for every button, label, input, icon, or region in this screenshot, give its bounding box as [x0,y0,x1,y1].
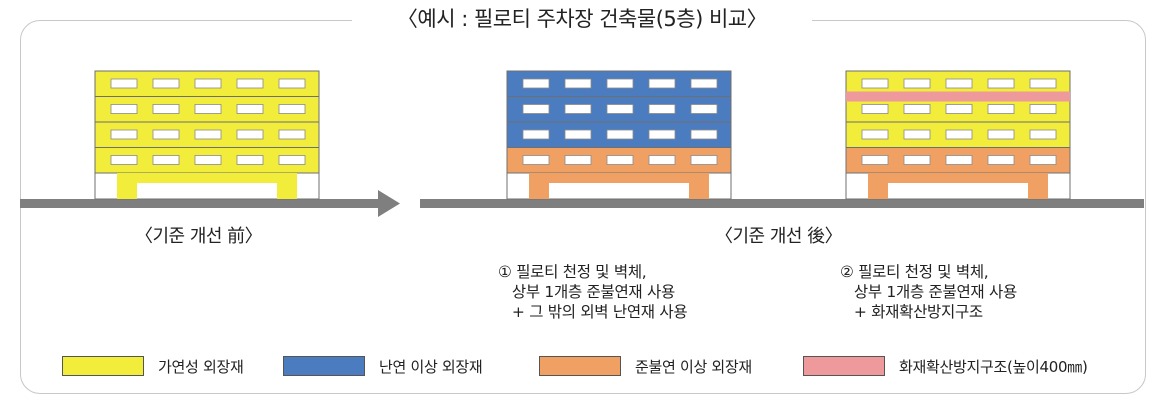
window [564,155,592,165]
window [110,155,138,165]
buildings-layer [94,70,1071,200]
arrow-head [378,190,400,217]
piloti-column [1028,173,1048,199]
window [236,155,264,165]
window [690,78,718,89]
piloti-column [868,173,888,199]
window [522,78,550,89]
legend-item-fire-spread-prevention: 화재확산방지구조(높이400㎜) [803,355,1088,377]
window [987,155,1015,165]
window [648,104,676,114]
window [861,104,889,114]
before-label: 〈기준 개선 前〉 [135,226,263,247]
window [152,129,180,140]
legend-label-combustible: 가연성 외장재 [158,357,244,376]
window [861,78,889,89]
window [861,129,889,140]
window [690,104,718,114]
window [110,104,138,114]
window [236,78,264,89]
window [1029,104,1057,114]
window [987,78,1015,89]
window [564,129,592,140]
window [194,78,222,89]
window [278,155,306,165]
window [987,104,1015,114]
piloti-beam [529,173,709,183]
window [564,78,592,89]
window [1029,129,1057,140]
building-case2 [845,70,1071,200]
piloti-column [117,173,137,199]
window [110,129,138,140]
case1-note: ① 필로티 천정 및 벽체, 상부 1개층 준불연재 사용 + 그 밖의 외벽 … [498,263,688,321]
piloti-column [689,173,709,199]
window [690,129,718,140]
window [1029,155,1057,165]
legend-label-quasi-noncombustible: 준불연 이상 외장재 [635,357,752,376]
window [522,129,550,140]
legend-swatch-flame-retardant [283,356,365,376]
legend-label-fire-spread-prevention: 화재확산방지구조(높이400㎜) [899,357,1088,376]
window [564,104,592,114]
piloti-beam [117,173,297,183]
window [1029,78,1057,89]
window [945,155,973,165]
window [236,129,264,140]
window [903,155,931,165]
legend-label-flame-retardant: 난연 이상 외장재 [379,357,483,376]
window [648,155,676,165]
window [903,104,931,114]
window [648,78,676,89]
window [606,129,634,140]
window [606,78,634,89]
window [945,129,973,140]
window [945,78,973,89]
window [194,129,222,140]
after-label: 〈기준 개선 後〉 [715,226,843,247]
fire-spread-band [846,91,1070,102]
ground-layer [20,190,1144,217]
piloti-beam [868,173,1048,183]
case2-note: ② 필로티 천정 및 벽체, 상부 1개층 준불연재 사용 + 화재확산방지구조 [840,263,1017,321]
diagram-title: 〈예시 : 필로티 주차장 건축물(5층) 비교〉 [352,2,812,36]
window [606,104,634,114]
legend-item-flame-retardant: 난연 이상 외장재 [283,355,483,377]
window [903,78,931,89]
window [278,78,306,89]
ground-line-left [20,199,382,208]
window [522,155,550,165]
legend-swatch-fire-spread-prevention [803,356,885,376]
piloti-column [529,173,549,199]
window [903,129,931,140]
ground-line-right [420,199,1144,208]
building-case1 [506,70,732,200]
window [861,155,889,165]
window [278,104,306,114]
window [648,129,676,140]
window [236,104,264,114]
legend-swatch-combustible [62,356,144,376]
piloti-column [277,173,297,199]
window [278,129,306,140]
window [110,78,138,89]
window [522,104,550,114]
legend-item-combustible: 가연성 외장재 [62,355,244,377]
window [194,104,222,114]
window [194,155,222,165]
window [987,129,1015,140]
window [945,104,973,114]
window [152,155,180,165]
window [690,155,718,165]
window [606,155,634,165]
window [152,104,180,114]
legend-item-quasi-noncombustible: 준불연 이상 외장재 [539,355,752,377]
legend-swatch-quasi-noncombustible [539,356,621,376]
window [152,78,180,89]
building-before [94,70,320,200]
